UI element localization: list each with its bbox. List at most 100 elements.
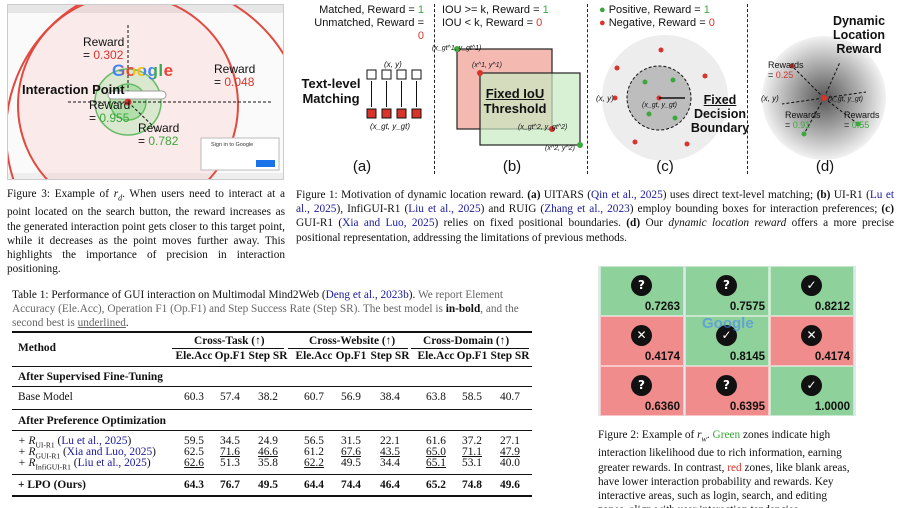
panel-d-reward-1: Rewards = 0.25 (768, 60, 804, 80)
grid-tile-green: ? 0.7575 (685, 266, 769, 316)
panel-c-boundary (602, 35, 728, 161)
caption-part: ) and RUIG ( (480, 203, 545, 216)
lpo-row: + LPO (Ours) 64.3 76.7 49.5 64.4 74.4 46.4 65.2… (12, 479, 532, 493)
grid-tile-green: ✓1.0000 (770, 366, 854, 416)
method-header: Method (18, 342, 56, 354)
reward-label-2: Reward = 0.048 (214, 62, 256, 89)
question-icon: ? (716, 275, 737, 296)
tile-reward-value: 0.7263 (644, 301, 680, 313)
panel-b-legend: IOU >= k, Reward = 1 IOU < k, Reward = 0 (442, 4, 549, 29)
table-cell: 65.2 (426, 479, 446, 491)
table-cell: 47.9 (500, 446, 520, 458)
check-icon: ✓ (716, 325, 737, 346)
table-cell: 76.7 (220, 479, 240, 491)
metric-header: Step SR (248, 350, 288, 362)
table-cell: 63.8 (426, 391, 446, 403)
caption-part: ) employ bounding boxes for interaction … (629, 203, 882, 216)
table-cell: 56.5 (304, 435, 324, 447)
table-cell: 40.0 (500, 457, 520, 469)
caption-part: UITARS ( (540, 189, 591, 201)
table-cell: 37.2 (462, 435, 482, 447)
grid-tile-green: ✓ 0.8145 (685, 316, 769, 366)
caption-part: (b) (816, 189, 831, 201)
table-cell: 67.6 (341, 446, 361, 458)
tile-reward-value: 0.8212 (814, 301, 850, 313)
section-sft: After Supervised Fine-Tuning (18, 371, 163, 383)
figure-2-grid: ?0.7263?0.7575✓0.8212✕0.4174✓0.8145✕0.41… (600, 266, 856, 416)
table-cell: 59.5 (184, 435, 204, 447)
cross-icon: ✕ (631, 325, 652, 346)
group-header-2: Cross-Website (↑) (309, 335, 396, 347)
table-cell: 46.4 (380, 479, 400, 491)
group-header-1: Cross-Task (↑) (194, 335, 265, 347)
caption-part: (d) (626, 217, 641, 230)
caption-part: Xia and Luo, 2025 (342, 217, 435, 230)
divider-bc (587, 4, 588, 174)
grid-tile-green: ✓ 0.8212 (770, 266, 854, 316)
metric-header: Op.F1 (214, 350, 246, 362)
panel-a-xy: (x, y) (384, 60, 402, 69)
panel-c-label: (c) (656, 158, 674, 175)
figure-1-caption: Figure 1: Motivation of dynamic location… (296, 188, 894, 245)
cross-icon: ✕ (801, 325, 822, 346)
interaction-point-label: Interaction Point (22, 82, 125, 97)
caption-part: Our (640, 217, 669, 230)
table-cell: 43.5 (380, 446, 400, 458)
table-cell: 62.5 (184, 446, 204, 458)
tile-reward-value: 0.8145 (729, 351, 765, 363)
panel-b-p4: (x^2, y^2) (545, 145, 575, 152)
table-cell: 61.6 (426, 435, 446, 447)
grid-tile-red: ?0.6395 (685, 366, 769, 416)
row-name: Base Model (18, 391, 73, 403)
panel-a-boxes (366, 69, 422, 119)
metric-header: Step SR (370, 350, 410, 362)
metric-header: Ele.Acc (417, 350, 455, 362)
divider-cd (747, 4, 748, 174)
panel-b-p3: (x_gt^2, y_gt^2) (518, 124, 568, 131)
table-cell: 49.5 (258, 479, 278, 491)
reward-label-3: Reward = 0.955 (89, 98, 131, 125)
figure-2-google: Google (702, 315, 754, 332)
caption-part: UI-R1 ( (830, 189, 870, 201)
table-cell: 27.1 (500, 435, 520, 447)
grid-tile-green: ?0.7263 (600, 266, 684, 316)
panel-b-boxes (454, 46, 583, 148)
panel-c-gt: (x_gt, y_gt) (642, 102, 678, 109)
caption-part: Zhang et al., 2023 (544, 203, 630, 216)
metric-header: Step SR (490, 350, 530, 362)
row-name: + LPO (Ours) (18, 479, 86, 491)
reward-label-4: Reward = 0.782 (138, 121, 180, 148)
table-cell: 61.2 (304, 446, 324, 458)
tile-reward-value: 0.4174 (814, 351, 850, 363)
table-cell: 35.8 (258, 457, 278, 469)
caption-part: dynamic location reward (668, 217, 787, 230)
table-cell: 38.2 (258, 391, 278, 403)
table-cell: 62.6 (184, 457, 204, 469)
table-1: Method Cross-Task (↑) Cross-Website (↑) … (12, 331, 532, 497)
table-cell: 64.4 (304, 479, 324, 491)
panel-b-p1: (x_gt^1, y_gt^1) (432, 45, 482, 52)
check-icon: ✓ (801, 275, 822, 296)
panel-d-reward-3: Rewards = 0.55 (844, 110, 880, 130)
panel-d-xy: (x, y) (761, 94, 779, 103)
signin-text: Sign in to Google (211, 142, 254, 148)
table-cell: 71.1 (462, 446, 482, 458)
tile-reward-value: 0.7575 (729, 301, 765, 313)
panel-d-dynamic (762, 36, 886, 160)
panel-d-reward-2: Rewards = 0.91 (785, 110, 821, 130)
grid-tile-red: ?0.6360 (600, 366, 684, 416)
table-cell: 65.0 (426, 446, 446, 458)
caption-part: ) relies on fixed positional boundaries. (434, 217, 627, 230)
panel-b-p2: (x^1, y^1) (472, 62, 502, 69)
question-icon: ? (716, 375, 737, 396)
table-cell: 64.3 (184, 479, 204, 491)
table-cell: 71.6 (220, 446, 240, 458)
table-cell: 74.4 (341, 479, 361, 491)
grid-tile-red: ✕0.4174 (600, 316, 684, 366)
table-cell: 58.5 (462, 391, 482, 403)
